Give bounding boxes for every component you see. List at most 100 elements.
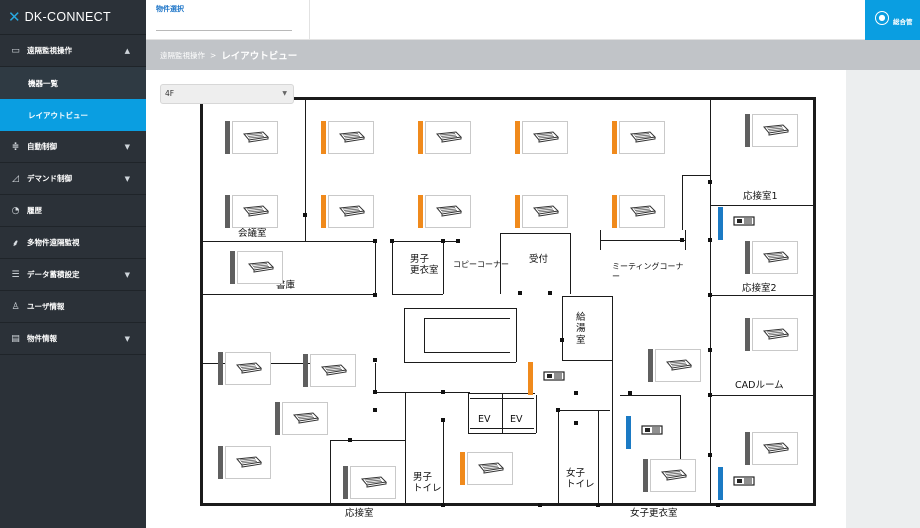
- wall: [200, 503, 816, 506]
- building-icon: ▤: [11, 333, 20, 344]
- breadcrumb-parent[interactable]: 遠隔監視操作: [160, 50, 205, 60]
- ceiling-cassette-icon: [633, 416, 671, 449]
- unit-status-bar: [515, 121, 520, 154]
- chevron-down-icon: ▼: [124, 270, 130, 279]
- pillar-marker: [538, 503, 542, 507]
- wall: [570, 233, 571, 294]
- air-conditioner-icon: [225, 446, 271, 479]
- air-conditioner-icon: [225, 352, 271, 385]
- sidebar-item-demand-control[interactable]: ◿ デマンド制御 ▼: [0, 163, 146, 195]
- sidebar-item-history[interactable]: ◔ 履歴: [0, 195, 146, 227]
- pillar-marker: [303, 213, 307, 217]
- air-conditioner-icon: [650, 459, 696, 492]
- unit-status-bar: [648, 349, 653, 382]
- breadcrumb-separator: >: [210, 50, 217, 60]
- wall: [200, 97, 816, 100]
- unit-status-bar: [718, 467, 723, 500]
- sliders-icon: ≑: [11, 141, 20, 152]
- sidebar: ✕ DK-CONNECT ▭ 遠隔監視操作 ▲ 機器一覧 レイアウトビュー ≑ …: [0, 0, 146, 528]
- sidebar-item-device-list[interactable]: 機器一覧: [0, 67, 146, 99]
- sidebar-item-layout-view[interactable]: レイアウトビュー: [0, 99, 146, 131]
- user-icon: ♙: [11, 301, 20, 312]
- room-label: 会議室: [238, 228, 267, 239]
- room-label: 応接室1: [743, 191, 778, 202]
- unit-status-bar: [418, 195, 423, 228]
- floor-select-value: 4F: [165, 89, 175, 98]
- wall: [536, 393, 537, 433]
- wall: [404, 362, 516, 363]
- wall: [443, 241, 444, 294]
- wall: [375, 241, 376, 294]
- wall: [682, 175, 710, 176]
- air-conditioner-icon: [655, 349, 701, 382]
- air-conditioner-icon: [752, 241, 798, 274]
- pillar-marker: [574, 421, 578, 425]
- pillar-marker: [708, 393, 712, 397]
- wall: [424, 318, 425, 352]
- unit-status-bar: [230, 251, 235, 284]
- wall: [516, 308, 517, 362]
- data-settings-icon: ☰: [11, 269, 20, 280]
- room-label: CADルーム: [735, 380, 784, 391]
- wall: [392, 241, 393, 294]
- wall: [710, 295, 813, 296]
- air-conditioner-icon: [467, 452, 513, 485]
- sidebar-item-remote-monitoring[interactable]: ▭ 遠隔監視操作 ▲: [0, 35, 146, 67]
- sidebar-item-label: 物件情報: [27, 334, 57, 343]
- wall: [562, 296, 563, 360]
- sidebar-item-property-info[interactable]: ▤ 物件情報 ▼: [0, 323, 146, 355]
- wall: [600, 240, 685, 241]
- room-label: EV: [510, 414, 523, 425]
- air-conditioner-icon: [752, 114, 798, 147]
- logo[interactable]: ✕ DK-CONNECT: [0, 0, 146, 35]
- unit-status-bar: [745, 432, 750, 465]
- breadcrumb-current: レイアウトビュー: [221, 51, 298, 62]
- right-panel: [846, 70, 920, 528]
- pillar-marker: [574, 391, 578, 395]
- chart-icon: ◿: [12, 173, 19, 184]
- wall: [562, 360, 612, 361]
- ceiling-cassette-icon: [535, 362, 573, 395]
- wall: [598, 410, 599, 504]
- wall: [404, 308, 516, 309]
- unit-status-bar: [718, 207, 723, 240]
- property-select-input[interactable]: [156, 30, 292, 31]
- sidebar-item-data-settings[interactable]: ☰ データ蓄積設定 ▼: [0, 259, 146, 291]
- ceiling-cassette-icon: [725, 207, 763, 240]
- unit-status-bar: [745, 114, 750, 147]
- unit-status-bar: [528, 362, 533, 395]
- room-label: 書庫: [276, 280, 296, 291]
- air-conditioner-icon: [522, 121, 568, 154]
- header-divider: [309, 0, 310, 40]
- pillar-marker: [708, 238, 712, 242]
- air-conditioner-icon: [232, 121, 278, 154]
- sidebar-item-label: データ蓄積設定: [27, 270, 80, 279]
- air-conditioner-icon: [619, 121, 665, 154]
- account-icon: ●: [875, 11, 889, 25]
- wall: [620, 395, 680, 396]
- wall: [710, 97, 711, 505]
- sidebar-item-label: 多物件遠隔監視: [27, 238, 80, 247]
- floor-select[interactable]: 4F ▼: [160, 84, 294, 104]
- sidebar-item-auto-control[interactable]: ≑ 自動制御 ▼: [0, 131, 146, 163]
- sidebar-item-multi-property[interactable]: ⸙ 多物件遠隔監視: [0, 227, 146, 259]
- chevron-down-icon: ▼: [124, 174, 130, 183]
- chevron-up-icon: ▲: [124, 46, 130, 55]
- wall: [404, 308, 405, 362]
- pillar-marker: [708, 293, 712, 297]
- room-label: 女子更衣室: [630, 508, 678, 519]
- wall: [470, 398, 534, 399]
- unit-status-bar: [275, 402, 280, 435]
- air-conditioner-icon: [752, 318, 798, 351]
- pillar-marker: [456, 239, 460, 243]
- user-menu-button[interactable]: ● 総合管: [865, 0, 920, 40]
- sidebar-item-user-info[interactable]: ♙ ユーザ情報: [0, 291, 146, 323]
- pillar-marker: [373, 293, 377, 297]
- wall: [558, 410, 559, 504]
- pillar-marker: [680, 238, 684, 242]
- unit-status-bar: [218, 446, 223, 479]
- air-conditioner-icon: [237, 251, 283, 284]
- air-conditioner-icon: [310, 354, 356, 387]
